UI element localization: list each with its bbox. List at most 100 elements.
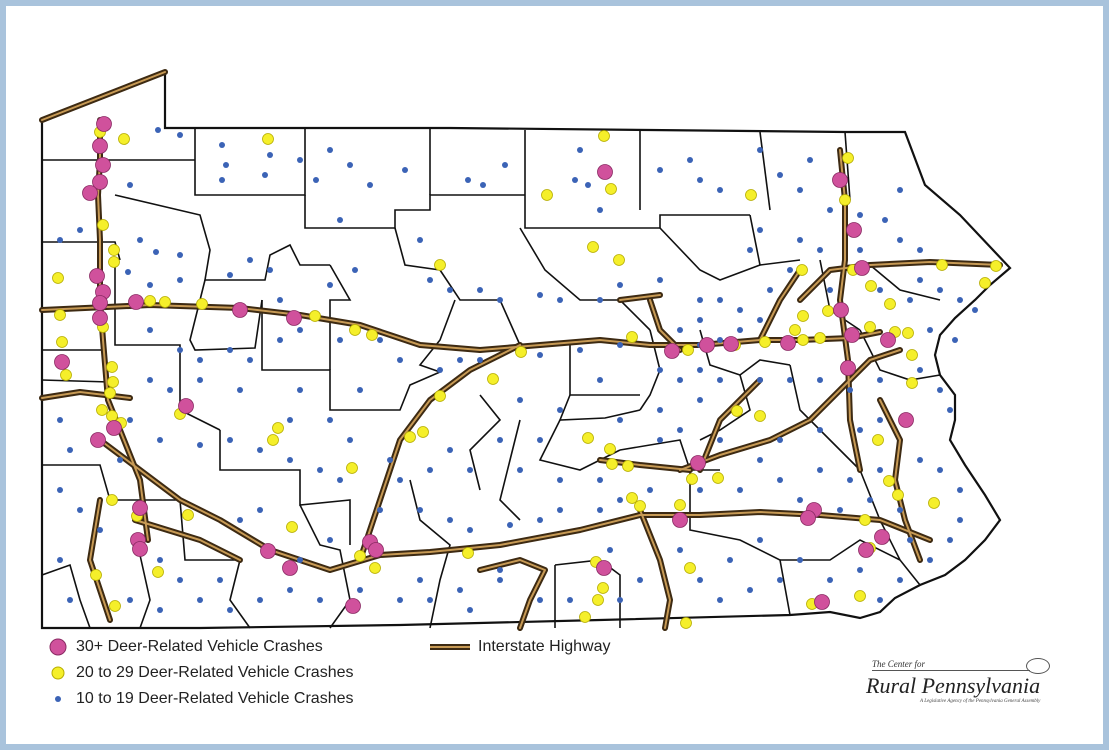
crash-marker-10-19 bbox=[297, 557, 303, 563]
crash-marker-10-19 bbox=[827, 287, 833, 293]
crash-marker-10-19 bbox=[917, 457, 923, 463]
crash-marker-30-plus bbox=[90, 432, 106, 448]
crash-marker-30-plus bbox=[92, 174, 108, 190]
crash-marker-20-29 bbox=[106, 494, 118, 506]
crash-marker-10-19 bbox=[227, 607, 233, 613]
center-for-rural-pennsylvania-logo: The Center for Rural Pennsylvania A Legi… bbox=[858, 656, 1068, 710]
crash-marker-10-19 bbox=[557, 297, 563, 303]
crash-marker-20-29 bbox=[159, 296, 171, 308]
crash-marker-30-plus bbox=[232, 302, 248, 318]
crash-marker-30-plus bbox=[260, 543, 276, 559]
crash-marker-10-19 bbox=[937, 287, 943, 293]
crash-marker-20-29 bbox=[346, 462, 358, 474]
crash-marker-10-19 bbox=[155, 127, 161, 133]
crash-marker-10-19 bbox=[917, 277, 923, 283]
crash-marker-30-plus bbox=[92, 138, 108, 154]
crash-marker-10-19 bbox=[297, 327, 303, 333]
crash-marker-20-29 bbox=[598, 130, 610, 142]
crash-marker-20-29 bbox=[990, 260, 1002, 272]
crash-marker-20-29 bbox=[587, 241, 599, 253]
crash-marker-10-19 bbox=[437, 367, 443, 373]
crash-marker-10-19 bbox=[777, 172, 783, 178]
legend-label-30-plus: 30+ Deer-Related Vehicle Crashes bbox=[76, 638, 323, 655]
crash-marker-10-19 bbox=[957, 517, 963, 523]
crash-marker-30-plus bbox=[596, 560, 612, 576]
crash-marker-20-29 bbox=[118, 133, 130, 145]
logo-main-line: Rural Pennsylvania bbox=[866, 673, 1041, 698]
crash-marker-20-29 bbox=[604, 443, 616, 455]
crash-marker-20-29 bbox=[865, 280, 877, 292]
crash-marker-10-19 bbox=[417, 237, 423, 243]
crash-marker-10-19 bbox=[537, 597, 543, 603]
crash-marker-10-19 bbox=[817, 467, 823, 473]
crash-marker-30-plus bbox=[672, 512, 688, 528]
crash-marker-10-19 bbox=[817, 427, 823, 433]
crash-marker-10-19 bbox=[227, 347, 233, 353]
crash-marker-10-19 bbox=[937, 467, 943, 473]
crash-marker-10-19 bbox=[717, 337, 723, 343]
crash-marker-20-29 bbox=[592, 594, 604, 606]
crash-marker-10-19 bbox=[427, 597, 433, 603]
crash-marker-20-29 bbox=[680, 617, 692, 629]
crash-marker-10-19 bbox=[837, 507, 843, 513]
crash-marker-30-plus bbox=[898, 412, 914, 428]
crash-marker-10-19 bbox=[147, 282, 153, 288]
crash-marker-20-29 bbox=[731, 405, 743, 417]
crash-marker-10-19 bbox=[77, 227, 83, 233]
crash-marker-10-19 bbox=[567, 597, 573, 603]
crash-marker-10-19 bbox=[877, 377, 883, 383]
crash-marker-10-19 bbox=[397, 597, 403, 603]
crash-marker-10-19 bbox=[857, 247, 863, 253]
crash-marker-10-19 bbox=[657, 167, 663, 173]
crash-marker-10-19 bbox=[597, 377, 603, 383]
seal-icon bbox=[1026, 658, 1050, 674]
crash-marker-20-29 bbox=[622, 460, 634, 472]
crash-marker-10-19 bbox=[477, 357, 483, 363]
crash-marker-30-plus bbox=[128, 294, 144, 310]
crash-marker-20-29 bbox=[613, 254, 625, 266]
crash-marker-10-19 bbox=[417, 507, 423, 513]
crash-marker-20-29 bbox=[286, 521, 298, 533]
crash-marker-10-19 bbox=[125, 269, 131, 275]
crash-marker-10-19 bbox=[767, 287, 773, 293]
crash-marker-10-19 bbox=[219, 142, 225, 148]
crash-marker-10-19 bbox=[727, 557, 733, 563]
crash-marker-10-19 bbox=[972, 307, 978, 313]
crash-marker-10-19 bbox=[657, 407, 663, 413]
crash-marker-10-19 bbox=[447, 517, 453, 523]
crash-marker-10-19 bbox=[347, 162, 353, 168]
crash-marker-10-19 bbox=[402, 167, 408, 173]
crash-marker-10-19 bbox=[237, 517, 243, 523]
crash-marker-20-29 bbox=[487, 373, 499, 385]
crash-marker-10-19 bbox=[777, 437, 783, 443]
crash-marker-10-19 bbox=[747, 587, 753, 593]
crash-marker-10-19 bbox=[257, 597, 263, 603]
crash-marker-20-29 bbox=[839, 194, 851, 206]
crash-marker-10-19 bbox=[317, 467, 323, 473]
crash-marker-10-19 bbox=[247, 257, 253, 263]
crash-marker-10-19 bbox=[377, 337, 383, 343]
crash-marker-10-19 bbox=[877, 597, 883, 603]
highway-line-icon bbox=[430, 644, 470, 650]
crash-marker-10-19 bbox=[897, 577, 903, 583]
crash-marker-10-19 bbox=[497, 567, 503, 573]
crash-marker-10-19 bbox=[427, 277, 433, 283]
crash-marker-30-plus bbox=[96, 116, 112, 132]
crash-marker-10-19 bbox=[557, 407, 563, 413]
crash-marker-30-plus bbox=[92, 295, 108, 311]
crash-marker-20-29 bbox=[674, 499, 686, 511]
crash-marker-10-19 bbox=[397, 477, 403, 483]
crash-marker-10-19 bbox=[757, 537, 763, 543]
crash-marker-10-19 bbox=[677, 377, 683, 383]
crash-marker-30-plus bbox=[132, 541, 148, 557]
crash-marker-20-29 bbox=[634, 500, 646, 512]
crash-marker-10-19 bbox=[337, 217, 343, 223]
legend-label-10-19: 10 to 19 Deer-Related Vehicle Crashes bbox=[76, 690, 354, 707]
crash-marker-10-19 bbox=[797, 497, 803, 503]
crash-marker-10-19 bbox=[157, 607, 163, 613]
crash-marker-10-19 bbox=[313, 177, 319, 183]
crash-marker-10-19 bbox=[757, 227, 763, 233]
crash-marker-30-plus bbox=[132, 500, 148, 516]
crash-marker-10-19 bbox=[517, 397, 523, 403]
crash-marker-20-29 bbox=[366, 329, 378, 341]
